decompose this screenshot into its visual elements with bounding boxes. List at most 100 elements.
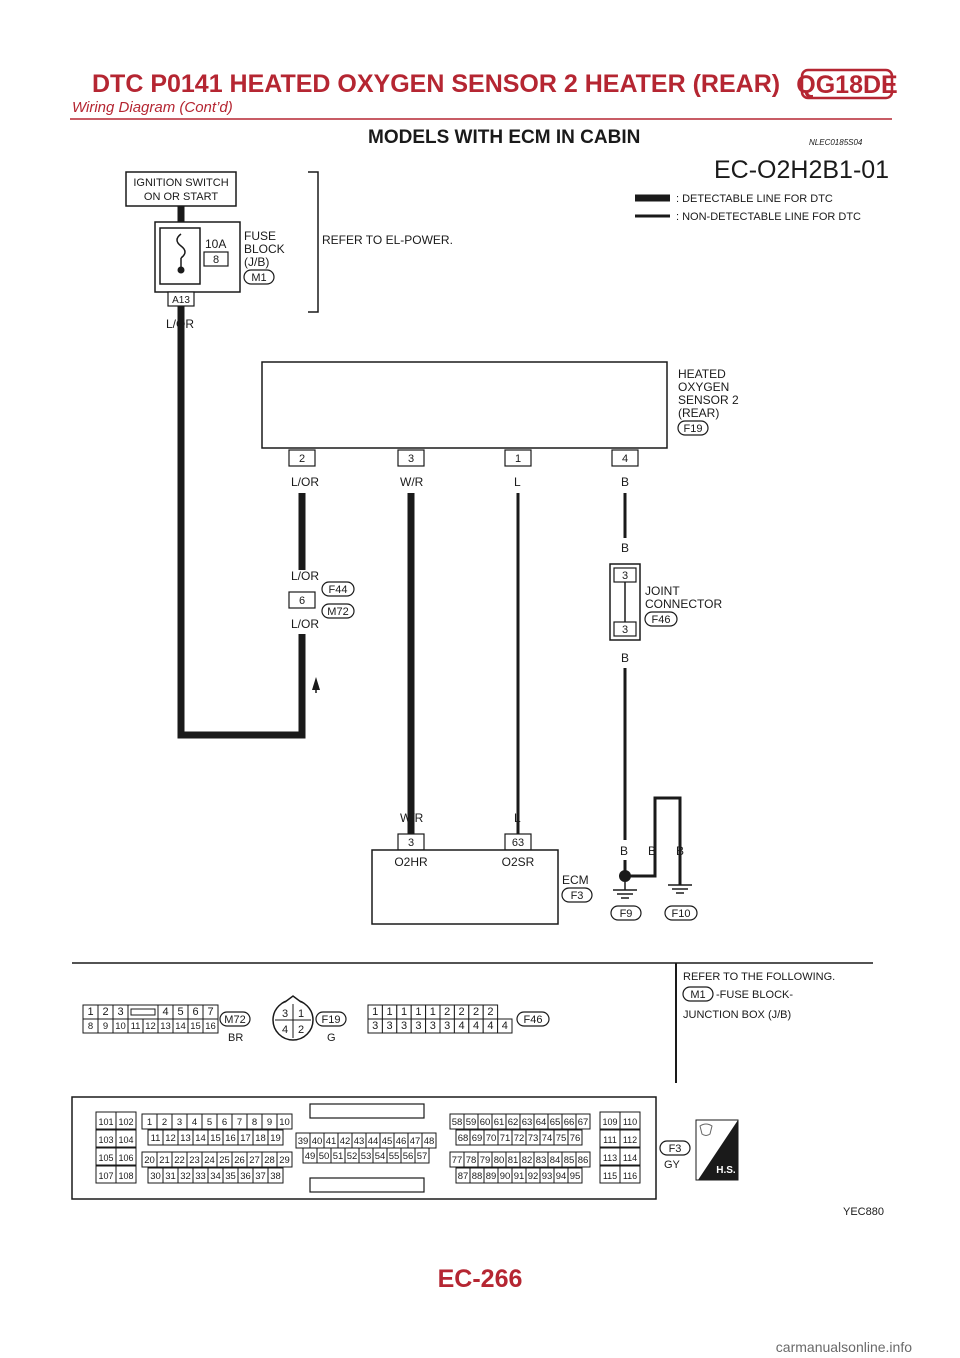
f19-pin: 1 bbox=[298, 1008, 304, 1020]
connector-pin: 25 bbox=[219, 1155, 230, 1166]
connector-pin: 18 bbox=[255, 1133, 266, 1144]
ecm-label: ECM bbox=[562, 873, 589, 887]
connector-pin: 11 bbox=[151, 1133, 161, 1144]
connector-pin: 101 bbox=[98, 1117, 113, 1127]
connector-pin: 81 bbox=[508, 1155, 519, 1166]
connector-pin: 10 bbox=[279, 1117, 290, 1128]
wire-label-lor: L/OR bbox=[291, 475, 319, 489]
connector-pin: 116 bbox=[623, 1171, 637, 1181]
connector-pin: 14 bbox=[175, 1021, 186, 1032]
connector-pin: 8 bbox=[88, 1021, 93, 1032]
fuse-label-1: FUSE bbox=[244, 229, 276, 243]
connector-pin: 63 bbox=[522, 1117, 533, 1128]
connector-f19: 3 1 4 2 F19 G bbox=[272, 995, 347, 1044]
connector-pin: 110 bbox=[623, 1117, 637, 1127]
f46-id: F46 bbox=[524, 1014, 543, 1026]
connector-pin: 39 bbox=[298, 1136, 309, 1147]
fuse-icon bbox=[176, 233, 186, 259]
f19-pin: 3 bbox=[282, 1008, 288, 1020]
connector-pin: 82 bbox=[522, 1155, 533, 1166]
connector-pin: 79 bbox=[480, 1155, 491, 1166]
connector-pin: 41 bbox=[326, 1136, 337, 1147]
connector-pin: 109 bbox=[602, 1117, 617, 1127]
joint-f44-m72: L/OR 6 F44 M72 L/OR bbox=[288, 569, 355, 631]
connector-pin: 6 bbox=[222, 1117, 227, 1128]
connector-pin: 104 bbox=[118, 1135, 133, 1145]
connector-pin: 4 bbox=[162, 1006, 168, 1018]
joint-connector-label-1: JOINT bbox=[645, 584, 680, 598]
connector-pin: 1 bbox=[415, 1006, 421, 1018]
connector-pin: 5 bbox=[207, 1117, 212, 1128]
connector-pin: 27 bbox=[249, 1155, 260, 1166]
connector-pin: 111 bbox=[603, 1135, 617, 1145]
connector-pin: 5 bbox=[177, 1006, 183, 1018]
connector-pin: 77 bbox=[452, 1155, 463, 1166]
refer-text-1: -FUSE BLOCK- bbox=[716, 989, 793, 1001]
refer-title: REFER TO THE FOLLOWING. bbox=[683, 971, 835, 983]
page-subtitle: Wiring Diagram (Cont’d) bbox=[72, 99, 233, 116]
connector-pin: 52 bbox=[347, 1151, 358, 1162]
sensor-pins: 2 3 1 4 bbox=[288, 449, 639, 467]
page-title: DTC P0141 HEATED OXYGEN SENSOR 2 HEATER … bbox=[92, 70, 780, 98]
connector-pin: 90 bbox=[500, 1171, 511, 1182]
fuse-label-3: (J/B) bbox=[244, 255, 269, 269]
connector-pin: 46 bbox=[396, 1136, 407, 1147]
legend-detectable: : DETECTABLE LINE FOR DTC bbox=[676, 193, 833, 205]
connector-pin: 16 bbox=[205, 1021, 216, 1032]
sensor-pin: 3 bbox=[408, 453, 414, 465]
legend-non-detectable: : NON-DETECTABLE LINE FOR DTC bbox=[676, 211, 861, 223]
fuse-terminal: A13 bbox=[172, 295, 190, 306]
connector-pin: 107 bbox=[98, 1171, 113, 1181]
connector-pin: 94 bbox=[556, 1171, 567, 1182]
connector-pin: 10 bbox=[115, 1021, 126, 1032]
connector-pin: 38 bbox=[270, 1171, 281, 1182]
ignition-label-2: ON OR START bbox=[144, 191, 218, 203]
f19-pin: 4 bbox=[282, 1024, 288, 1036]
connector-pin: 102 bbox=[118, 1117, 133, 1127]
joint-connector-b: M72 bbox=[327, 606, 348, 618]
connector-pin: 115 bbox=[603, 1171, 617, 1181]
connector-pin: 4 bbox=[192, 1117, 197, 1128]
connector-pin: 3 bbox=[387, 1020, 393, 1032]
wire-lor-main bbox=[177, 306, 306, 739]
joint-connector-pin: 3 bbox=[622, 624, 628, 636]
connector-pin: 31 bbox=[165, 1171, 176, 1182]
connector-pin: 49 bbox=[305, 1151, 316, 1162]
arrow-up-icon bbox=[312, 677, 320, 690]
connector-pin: 112 bbox=[623, 1135, 637, 1145]
harness-icon bbox=[699, 1123, 713, 1136]
connector-pin: 69 bbox=[472, 1133, 483, 1144]
connector-pin: 20 bbox=[144, 1155, 155, 1166]
refer-text-2: JUNCTION BOX (J/B) bbox=[683, 1009, 791, 1021]
connector-pin: 1 bbox=[387, 1006, 393, 1018]
connector-pin: 66 bbox=[564, 1117, 575, 1128]
refer-el-power: REFER TO EL-POWER. bbox=[322, 233, 453, 247]
connector-pin: 89 bbox=[486, 1171, 497, 1182]
connector-pin: 2 bbox=[162, 1117, 167, 1128]
ecm-box: 3 63 O2HR O2SR ECM F3 bbox=[371, 833, 593, 925]
fuse-label-2: BLOCK bbox=[244, 242, 285, 256]
wire-label-lor: L/OR bbox=[291, 617, 319, 631]
m72-id: M72 bbox=[224, 1014, 245, 1026]
connector-pin: 28 bbox=[264, 1155, 275, 1166]
connector-pin: 93 bbox=[542, 1171, 553, 1182]
connector-pin: 4 bbox=[473, 1020, 479, 1032]
page-number: EC-266 bbox=[438, 1265, 523, 1293]
connector-pin: 105 bbox=[98, 1153, 113, 1163]
connector-pin: 42 bbox=[340, 1136, 351, 1147]
connector-pin: 95 bbox=[570, 1171, 581, 1182]
wire-label-lor: L/OR bbox=[291, 569, 319, 583]
connector-pin: 3 bbox=[117, 1006, 123, 1018]
connector-pin: 72 bbox=[514, 1133, 525, 1144]
connector-pin: 24 bbox=[204, 1155, 215, 1166]
connector-pin: 4 bbox=[502, 1020, 508, 1032]
connector-pin: 3 bbox=[372, 1020, 378, 1032]
connector-pin: 60 bbox=[480, 1117, 491, 1128]
connector-pin: 34 bbox=[210, 1171, 221, 1182]
diagram-code: EC-O2H2B1-01 bbox=[714, 156, 889, 184]
connector-pin: 32 bbox=[180, 1171, 191, 1182]
ground-id: F10 bbox=[672, 908, 691, 920]
wire-label-wr: W/R bbox=[400, 475, 424, 489]
joint-connector-id: F46 bbox=[652, 614, 671, 626]
